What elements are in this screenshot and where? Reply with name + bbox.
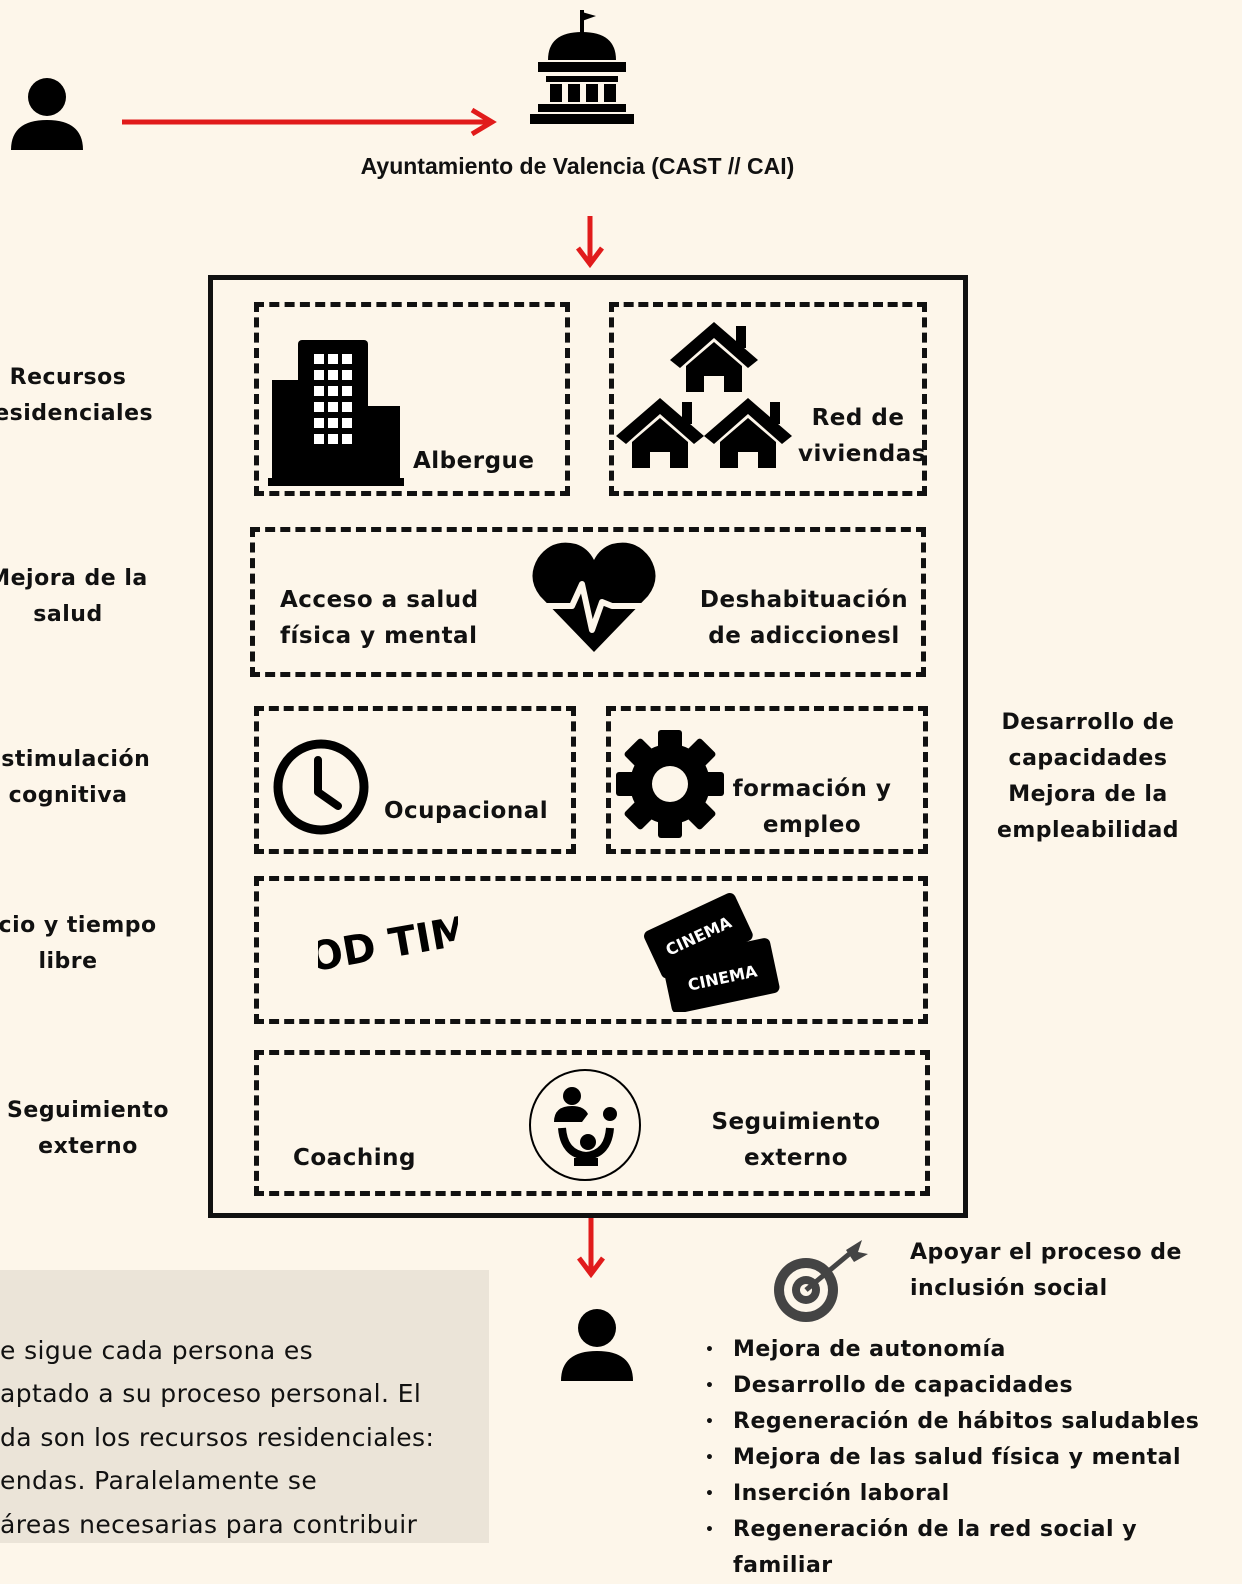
box-red-viviendas: [609, 302, 927, 496]
label-seguimiento-externo: Seguimiento externo: [7, 1098, 169, 1159]
note-line: da son los recursos residenciales:: [0, 1423, 435, 1452]
box-ocupacional: [254, 706, 576, 854]
goal-title: Apoyar el proceso de inclusión social: [910, 1240, 1182, 1301]
good-times-text: GOOD TIMES: [318, 898, 458, 993]
list-item: Mejora de las salud física y mental: [705, 1440, 1242, 1476]
good-times-icon: GOOD TIMES: [318, 898, 458, 993]
text-acceso-salud: Acceso a salud física y mental: [280, 587, 479, 649]
government-building-icon: [530, 10, 634, 124]
note-line: e sigue cada persona es: [0, 1336, 314, 1365]
box-formacion: [606, 706, 928, 854]
text-seguimiento: Seguimiento externo: [711, 1109, 881, 1171]
text-albergue: Albergue: [413, 448, 535, 474]
person-icon: [11, 78, 83, 150]
list-item: Regeneración de la red social y familiar: [705, 1512, 1242, 1584]
box-seguimiento: [254, 1050, 930, 1196]
note-line: endas. Paralelamente se: [0, 1466, 318, 1495]
person-icon-bottom: [561, 1309, 633, 1381]
box-ocio: [254, 876, 928, 1024]
page-title: Ayuntamiento de Valencia (CAST // CAI): [360, 153, 795, 179]
box-salud: [250, 527, 926, 677]
flow-arrow-down-bottom: [577, 1218, 605, 1278]
goal-list: Mejora de autonomía Desarrollo de capaci…: [705, 1332, 1242, 1584]
list-item: Desarrollo de capacidades: [705, 1368, 1242, 1404]
houses-icon: [616, 322, 792, 468]
list-item: Mejora de autonomía: [705, 1332, 1242, 1368]
text-ocupacional: Ocupacional: [384, 798, 549, 824]
list-item: Regeneración de hábitos saludables: [705, 1404, 1242, 1440]
flow-arrow-right: [122, 107, 497, 137]
text-red-viviendas: Red de viviendas: [798, 405, 926, 467]
heart-pulse-icon: [532, 542, 656, 652]
note-line: aptado a su proceso personal. El: [0, 1379, 422, 1408]
gear-icon: [616, 730, 724, 838]
note-line: áreas necesarias para contribuir: [0, 1510, 418, 1539]
list-item: Inserción laboral: [705, 1476, 1242, 1512]
text-deshabituacion: Deshabituación de adiccionesl: [699, 587, 909, 649]
label-recursos-residenciales: Recursos residenciales: [0, 365, 154, 426]
label-mejora-salud: Mejora de la salud: [0, 566, 148, 627]
building-icon: [268, 340, 404, 486]
box-albergue: [254, 302, 570, 496]
text-coaching: Coaching: [293, 1145, 416, 1171]
label-desarrollo-capacidades: Desarrollo de capacidades Mejora de la e…: [996, 710, 1180, 843]
target-icon: [774, 1240, 868, 1322]
text-formacion: formación y empleo: [732, 776, 892, 838]
coaching-icon: [529, 1069, 641, 1181]
description-note: e sigue cada persona es aptado a su proc…: [0, 1270, 489, 1543]
services-container: [208, 275, 968, 1218]
clock-icon: [273, 739, 369, 835]
cinema-tickets-icon: CINEMA CINEMA: [644, 892, 780, 1012]
label-estimulacion-cognitiva: Estimulación cognitiva: [0, 747, 151, 808]
label-ocio-tiempo-libre: Ocio y tiempo libre: [0, 913, 157, 974]
flow-arrow-down: [576, 216, 604, 269]
